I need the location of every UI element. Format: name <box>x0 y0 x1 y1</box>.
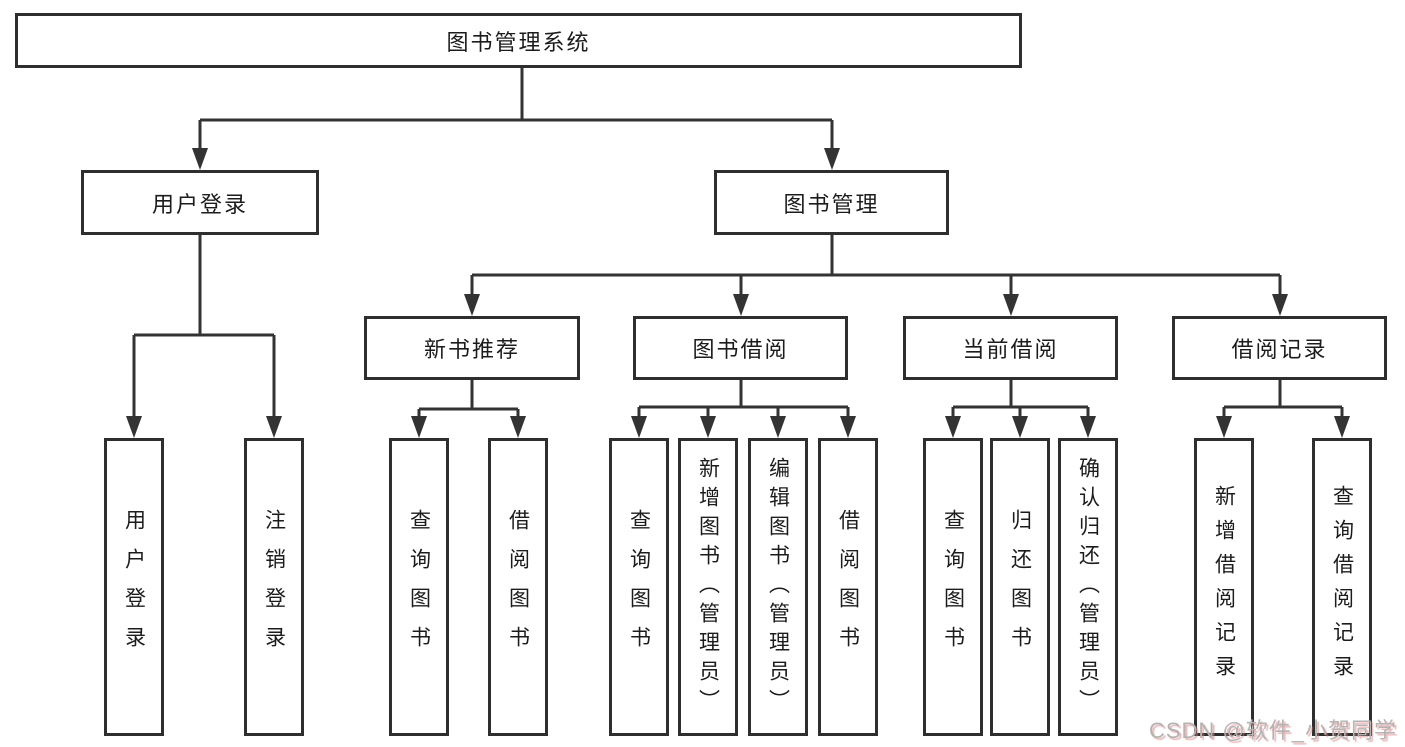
leaf-label: 归还图书 <box>1008 509 1032 665</box>
node-current-borrowing: 当前借阅 <box>903 316 1118 380</box>
leaf-user-login: 用户登录 <box>104 438 164 736</box>
leaf-label: 确认归还（管理员） <box>1076 456 1100 718</box>
leaf-label: 编辑图书（管理员） <box>766 456 790 718</box>
csdn-watermark: CSDN @软件_小贺同学 <box>1148 718 1397 743</box>
leaf-confirm-return-admin: 确认归还（管理员） <box>1058 438 1118 736</box>
leaf-query-borrow-record: 查询借阅记录 <box>1312 438 1372 736</box>
node-new-book-recommendation: 新书推荐 <box>364 316 580 380</box>
leaf-label: 查询图书 <box>627 509 651 665</box>
leaf-add-books-admin: 新增图书（管理员） <box>678 438 738 736</box>
leaf-query-books-current: 查询图书 <box>923 438 983 736</box>
leaf-query-books-recommend: 查询图书 <box>389 438 449 736</box>
leaf-label: 新增图书（管理员） <box>696 456 720 718</box>
leaf-borrow-books-recommend: 借阅图书 <box>488 438 548 736</box>
leaf-label: 查询借阅记录 <box>1330 485 1354 689</box>
leaf-label: 用户登录 <box>122 509 146 665</box>
leaf-label: 查询图书 <box>941 509 965 665</box>
leaf-label: 借阅图书 <box>506 509 530 665</box>
leaf-return-books: 归还图书 <box>990 438 1050 736</box>
leaf-edit-books-admin: 编辑图书（管理员） <box>748 438 808 736</box>
leaf-borrow-books: 借阅图书 <box>818 438 878 736</box>
leaf-add-borrow-record: 新增借阅记录 <box>1194 438 1254 736</box>
node-borrowing-records: 借阅记录 <box>1172 316 1387 380</box>
node-library-management-system: 图书管理系统 <box>15 13 1022 68</box>
leaf-label: 查询图书 <box>407 509 431 665</box>
leaf-logout: 注销登录 <box>244 438 304 736</box>
node-book-borrowing: 图书借阅 <box>633 316 848 380</box>
leaf-label: 注销登录 <box>262 509 286 665</box>
leaf-label: 新增借阅记录 <box>1212 485 1236 689</box>
leaf-query-books-borrowing: 查询图书 <box>609 438 669 736</box>
leaf-label: 借阅图书 <box>836 509 860 665</box>
node-book-management: 图书管理 <box>714 170 949 235</box>
node-user-login: 用户登录 <box>81 170 319 235</box>
